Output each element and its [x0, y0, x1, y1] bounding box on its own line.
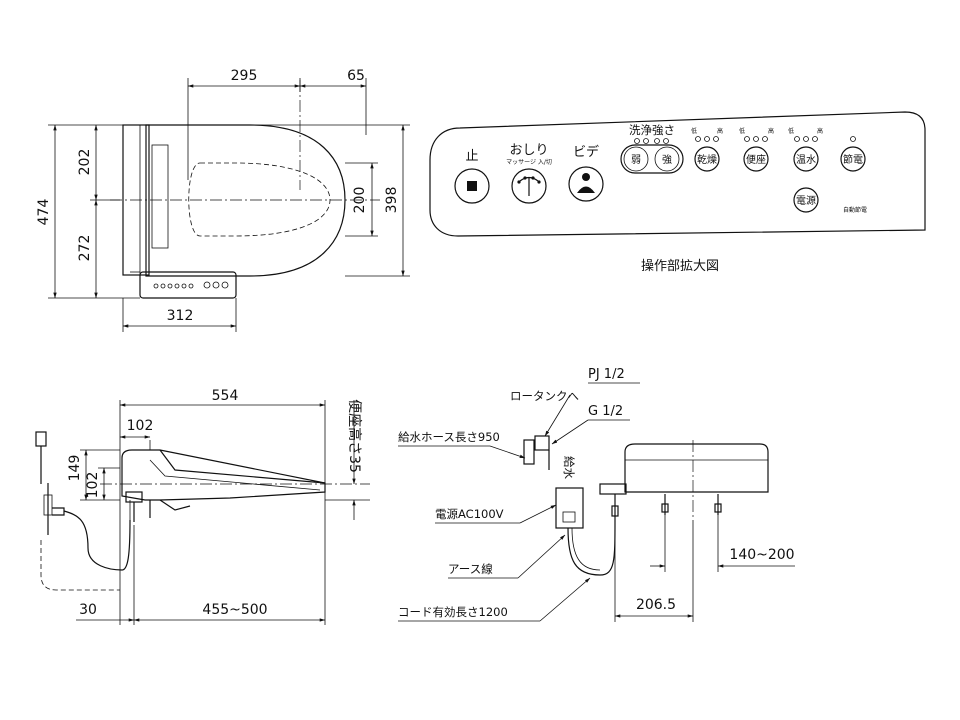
rear-view: PJ 1/2 ロータンクへ G 1/2 給水 給水ホース長さ950 電源AC10…: [398, 367, 795, 622]
rear-body: [624, 443, 769, 493]
power-ac-label: 電源AC100V: [435, 507, 504, 521]
water-low: 低: [788, 127, 794, 135]
energy-save-label: 節電: [843, 153, 863, 166]
dim-cushion-height: 便座高さ35: [346, 399, 363, 473]
seat-button[interactable]: [743, 146, 769, 172]
dim-140-200: 140~200: [729, 547, 794, 563]
lid-hinge: [151, 144, 169, 249]
bidet-label: ビデ: [573, 144, 599, 160]
to-tank-label: ロータンクへ: [510, 389, 579, 403]
dim-554: 554: [212, 388, 239, 404]
cord-label: コード有効長さ1200: [398, 605, 508, 619]
dim-149: 149: [67, 455, 83, 482]
bidet-icon: [577, 173, 595, 193]
stop-label: 止: [465, 149, 478, 164]
strong-button[interactable]: [654, 146, 680, 172]
oshiri-button[interactable]: [511, 168, 547, 204]
top-view: 295 65 474 202 272 200 398 312: [36, 68, 410, 332]
wash-strength-label: 洗浄強さ: [629, 123, 675, 137]
dim-474: 474: [36, 199, 52, 226]
control-panel-enlarged: 止 おしり マッサージ 入/切 ビデ 洗浄強さ 弱 強 低 高: [429, 111, 926, 274]
energy-save-button[interactable]: [840, 146, 866, 172]
seat-low: 低: [739, 127, 745, 135]
dim-65: 65: [347, 68, 365, 84]
dim-206-5: 206.5: [636, 597, 676, 613]
dry-label: 乾燥: [697, 153, 717, 166]
weak-label: 弱: [631, 154, 641, 166]
power-button[interactable]: [793, 187, 819, 213]
water-high: 高: [817, 127, 823, 135]
strong-label: 強: [662, 153, 672, 166]
side-panel: [139, 271, 237, 299]
oshiri-label: おしり: [509, 143, 548, 158]
massage-note: マッサージ 入/切: [506, 159, 552, 166]
hose-label: 給水ホース長さ950: [398, 430, 500, 444]
bidet-button[interactable]: [568, 166, 604, 202]
dim-398: 398: [384, 187, 400, 214]
dim-102-top: 102: [127, 418, 154, 434]
seat-outline: [145, 124, 346, 277]
power-label: 電源: [796, 194, 816, 207]
dry-low: 低: [691, 127, 697, 135]
auto-note: 自動節電: [843, 206, 867, 214]
earth-label: アース線: [448, 562, 493, 576]
side-body: [121, 449, 326, 501]
dim-30: 30: [79, 602, 97, 618]
seat-label: 便座: [746, 153, 766, 166]
bowl-outline-dashed: [188, 162, 331, 237]
dim-102-left: 102: [85, 472, 101, 499]
pj-label: PJ 1/2: [588, 367, 625, 382]
seat-high: 高: [768, 127, 774, 135]
dim-455-500: 455~500: [202, 602, 267, 618]
stop-icon: [467, 181, 477, 191]
dim-202: 202: [77, 149, 93, 176]
dim-200: 200: [352, 187, 368, 214]
side-view: 554 102 149 102 便座高さ35 30 455~500: [35, 388, 370, 625]
oshiri-spray-icon: [517, 176, 541, 196]
dry-high: 高: [717, 127, 723, 135]
warm-water-label: 温水: [796, 154, 816, 166]
warm-water-button[interactable]: [793, 146, 819, 172]
panel-caption: 操作部拡大図: [641, 258, 719, 274]
dry-button[interactable]: [694, 146, 720, 172]
dim-312: 312: [167, 308, 194, 324]
dim-272: 272: [77, 235, 93, 262]
stop-button[interactable]: [454, 168, 490, 204]
dim-295: 295: [231, 68, 258, 84]
wash-strength-group: [620, 144, 684, 174]
g-label: G 1/2: [588, 404, 623, 419]
water-supply-label: 給水: [562, 456, 576, 479]
weak-button[interactable]: [623, 146, 649, 172]
